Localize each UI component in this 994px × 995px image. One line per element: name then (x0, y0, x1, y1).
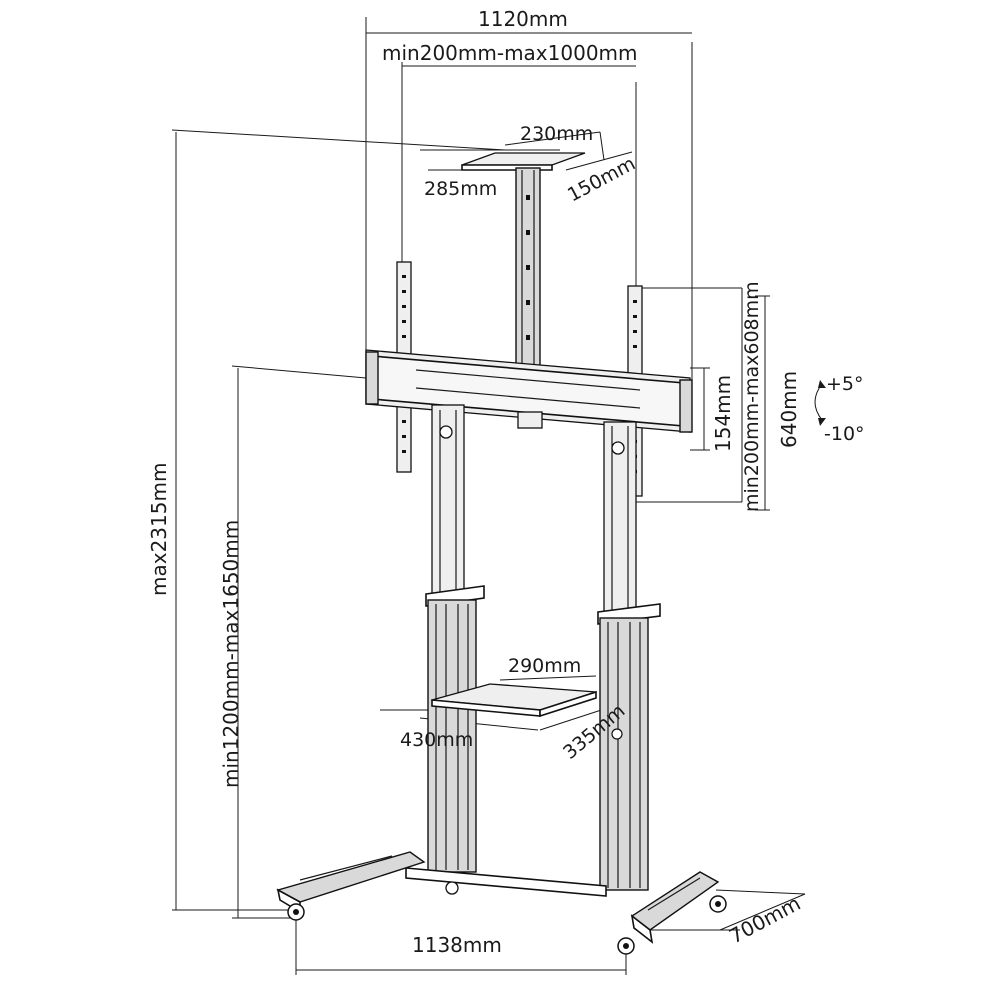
label-panel-height: 640mm (777, 371, 801, 448)
label-mount-height-range: min1200mm-max1650mm (219, 520, 243, 788)
label-top-plate-depth-a: 285mm (424, 178, 497, 200)
label-shelf-width: 290mm (508, 655, 581, 677)
dimension-lines (171, 17, 826, 975)
stand-illustration (276, 152, 727, 955)
label-bracket-height: 154mm (711, 375, 735, 452)
label-max-height: max2315mm (147, 463, 171, 596)
label-base-width: 1138mm (412, 933, 502, 957)
label-tilt-up: +5° (826, 373, 864, 395)
label-vesa-width: min200mm-max1000mm (382, 41, 638, 65)
label-overall-width: 1120mm (478, 7, 568, 31)
dimension-labels: 1120mm min200mm-max1000mm 230mm 285mm 15… (147, 7, 865, 957)
label-vesa-height: min200mm-max608mm (741, 281, 763, 512)
label-shelf-length: 430mm (400, 729, 473, 751)
label-tilt-down: -10° (824, 423, 865, 445)
label-base-depth: 700mm (725, 891, 804, 948)
label-top-plate-width: 230mm (520, 123, 593, 145)
